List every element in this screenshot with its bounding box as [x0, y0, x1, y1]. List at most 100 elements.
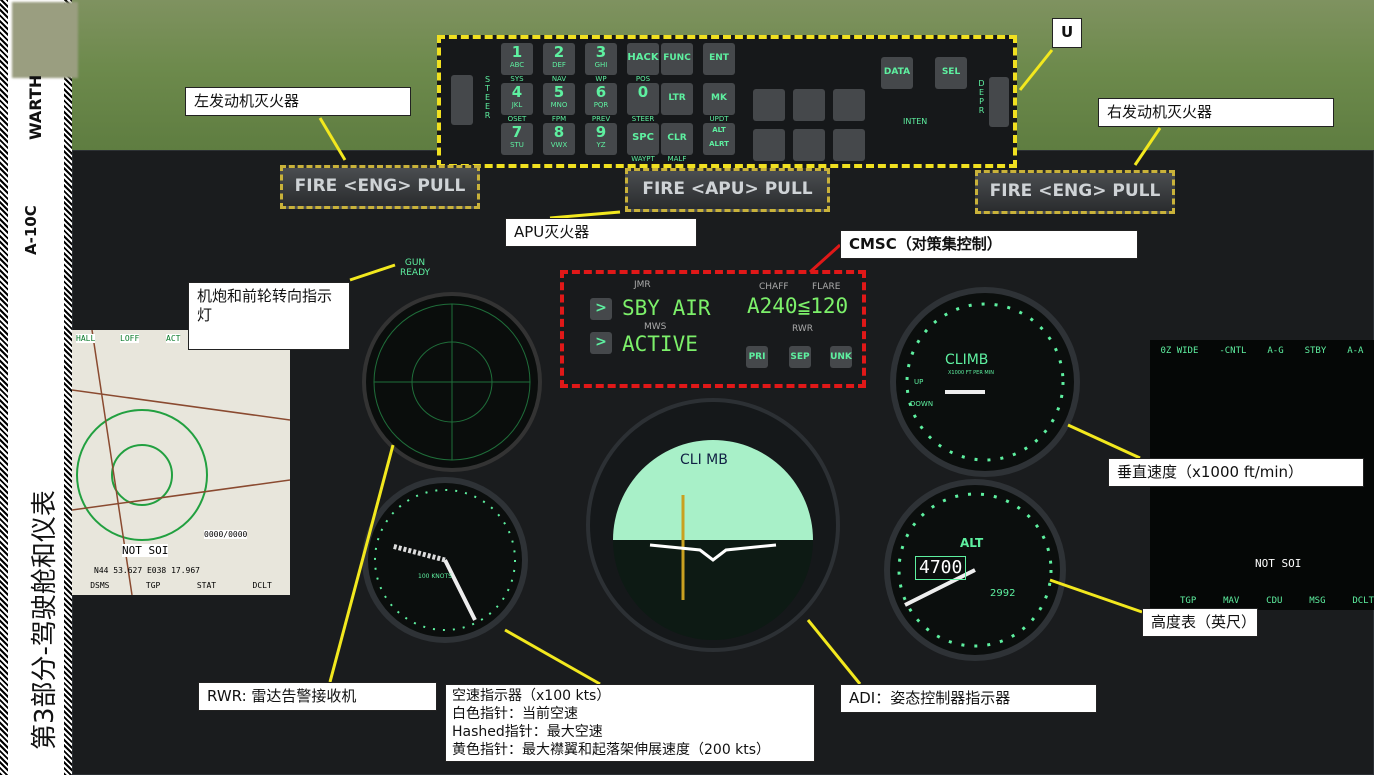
ufc-mk-button[interactable]: MK [703, 83, 735, 115]
jmr-label: JMR [634, 280, 651, 290]
osb-stat[interactable]: STAT [196, 581, 217, 590]
ufc-alt-alrt-button[interactable]: ALT ALRT [703, 123, 735, 155]
steer-rocker[interactable] [451, 75, 473, 125]
ufc-row-label: PREV [591, 115, 611, 123]
ufc-blank-button[interactable] [833, 89, 865, 121]
ufc-ent-button[interactable]: ENT [703, 43, 735, 75]
osb-loff[interactable]: LOFF [120, 334, 140, 343]
ufc-key-number: 1 [511, 43, 523, 61]
ufc-key-number: 9 [595, 123, 607, 141]
vertical-velocity-indicator [890, 287, 1080, 477]
ufc-key-number: 5 [553, 83, 565, 101]
ufc-key[interactable]: 0 [627, 83, 659, 115]
osb-tgp[interactable]: TGP [1180, 596, 1197, 606]
ufc-ltr-button[interactable]: LTR [661, 83, 693, 115]
right-engine-fire-handle[interactable]: FIRE <ENG> PULL [975, 170, 1175, 214]
ufc-row-label: STEER [631, 115, 655, 123]
vvi-title: CLIMB [945, 352, 989, 368]
right-engine-fire-callout: 右发动机灭火器 [1098, 98, 1334, 127]
left-engine-fire-handle[interactable]: FIRE <ENG> PULL [280, 165, 480, 209]
airspeed-callout: 空速指示器（x100 kts） 白色指针：当前空速 Hashed指针：最大空速 … [445, 684, 815, 762]
osb-hall[interactable]: HALL [76, 334, 96, 343]
osb-msg[interactable]: MSG [1309, 596, 1326, 606]
jmr-select-button[interactable]: > [590, 298, 612, 320]
soi-status: NOT SOI [122, 544, 169, 557]
ufc-blank-button[interactable] [753, 89, 785, 121]
flare-label: FLARE [812, 282, 841, 292]
ufc-row-label: UPDT [709, 115, 729, 123]
apu-fire-handle[interactable]: FIRE <APU> PULL [625, 168, 830, 212]
osb-act[interactable]: ACT [166, 334, 181, 343]
ufc-blank-button[interactable] [793, 89, 825, 121]
ufc-key-number: 2 [553, 43, 565, 61]
osb-dclt[interactable]: DCLT [252, 581, 272, 590]
ufc-data-button[interactable]: DATA [881, 57, 913, 89]
ufc-key[interactable]: HACK [627, 43, 659, 75]
gun-ready-light: GUN READY [399, 258, 431, 278]
osb-stby[interactable]: STBY [1304, 346, 1327, 356]
pri-button[interactable]: PRI [746, 346, 768, 368]
coordinates: N44 53.627 E038 17.967 [94, 566, 200, 575]
vvi-subtitle: X1000 FT PER MIN [948, 370, 994, 376]
ufc-key-number: 6 [595, 83, 607, 101]
alt-title: ALT [960, 536, 984, 550]
apu-fire-callout: APU灭火器 [505, 218, 697, 247]
unk-button[interactable]: UNK [830, 346, 852, 368]
chapter-sidebar: WARTH A-10C 第3部分-驾驶舱和仪表 [0, 0, 78, 775]
left-mfd-map[interactable]: HALL LOFF ACT 0000/0000 NOT SOI N44 53.6… [72, 330, 290, 595]
ufc-row-label: OSET [507, 115, 527, 123]
ufc-key[interactable]: SPC [627, 123, 659, 155]
mws-select-button[interactable]: > [590, 332, 612, 354]
osb-dclt[interactable]: DCLT [1352, 596, 1374, 606]
osb-aa[interactable]: A-A [1347, 346, 1364, 356]
airspeed-line-hashed: Hashed指针：最大空速 [452, 724, 603, 740]
chaff-label: CHAFF [759, 282, 789, 292]
osb-cntl[interactable]: -CNTL [1219, 346, 1247, 356]
ufc-row-label: WP [595, 75, 607, 83]
ufc-key-number: 4 [511, 83, 523, 101]
osb-dsms[interactable]: DSMS [90, 581, 110, 590]
osb-cdu[interactable]: CDU [1266, 596, 1283, 606]
airspeed-line-title: 空速指示器（x100 kts） [452, 688, 611, 704]
vvi-up-label: UP [914, 378, 924, 386]
ufc-callout: U [1052, 18, 1082, 48]
ufc-clr-button[interactable]: CLR [661, 123, 693, 155]
ufc-key-letters: STU [510, 141, 524, 149]
gun-ready-callout: 机炮和前轮转向指示灯 [188, 282, 350, 350]
ufc-key-letters: YZ [596, 141, 606, 149]
vvi-callout: 垂直速度（x1000 ft/min） [1108, 458, 1364, 487]
callout-arrows [318, 49, 1162, 686]
adi-climb-label: CLI MB [680, 452, 728, 468]
altimeter-callout: 高度表（英尺） [1142, 608, 1258, 637]
ufc-blank-button[interactable] [793, 129, 825, 161]
depr-rocker[interactable] [989, 77, 1009, 127]
ufc-sel-button[interactable]: SEL [935, 57, 967, 89]
sep-button[interactable]: SEP [789, 346, 811, 368]
ufc-blank-button[interactable] [833, 129, 865, 161]
mws-value: ACTIVE [622, 332, 698, 356]
ufc-func-button[interactable]: FUNC [661, 43, 693, 75]
jmr-value: SBY AIR [622, 296, 711, 320]
ufc-key-letters: JKL [511, 101, 523, 109]
ufc-blank-button[interactable] [753, 129, 785, 161]
ufc-row-label: FPM [551, 115, 567, 123]
ufc-key-letters: GHI [594, 61, 608, 69]
osb-wide[interactable]: 0Z WIDE [1160, 346, 1199, 356]
osb-ag[interactable]: A-G [1267, 346, 1284, 356]
osb-mav[interactable]: MAV [1223, 596, 1240, 606]
ufc-row-label: POS [635, 75, 651, 83]
left-engine-fire-callout: 左发动机灭火器 [185, 87, 411, 116]
ufc-row-label: SYS [510, 75, 524, 83]
osb-tgp[interactable]: TGP [145, 581, 161, 590]
